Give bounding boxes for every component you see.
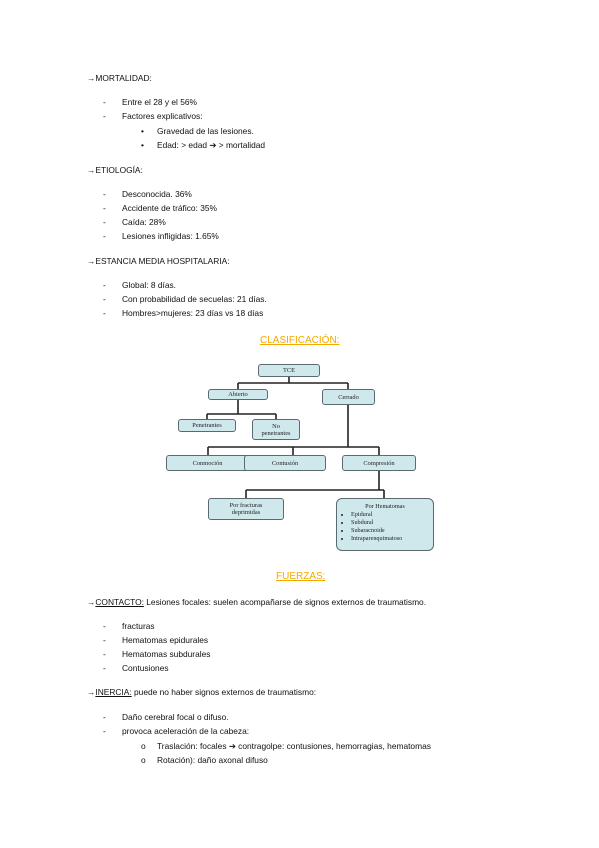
diagram-node-compresion: Compresión [342, 455, 416, 471]
dash-bullet: - [103, 217, 106, 227]
dash-bullet: - [103, 308, 106, 318]
sub-list-item: Rotación): daño axonal difuso [157, 755, 268, 765]
inercia-text: puede no haber signos externos de trauma… [131, 687, 317, 697]
section-title-fuerzas: FUERZAS: [276, 571, 326, 582]
arrow-glyph: → [87, 597, 96, 607]
list-item: Subaracnoide [351, 527, 433, 535]
list-item: Hematomas epidurales [122, 635, 209, 645]
circle-bullet: o [141, 741, 146, 751]
diagram-node-tce: TCE [258, 364, 320, 377]
dash-bullet: - [103, 635, 106, 645]
dash-bullet: - [103, 203, 106, 213]
section-heading-mortalidad: →MORTALIDAD: [87, 73, 152, 83]
dash-bullet: - [103, 712, 106, 722]
dash-bullet: - [103, 231, 106, 241]
list-item: Epidural [351, 511, 433, 519]
list-item: Lesiones infligidas: 1.65% [122, 231, 219, 241]
list-item: fracturas [122, 621, 155, 631]
list-item: Accidente de tráfico: 35% [122, 203, 217, 213]
square-bullet: • [141, 126, 144, 136]
inercia-label: INERCIA: [95, 687, 132, 697]
dash-bullet: - [103, 649, 106, 659]
inercia-line: →INERCIA: puede no haber signos externos… [87, 687, 316, 697]
list-item: Caída: 28% [122, 217, 166, 227]
list-item: Con probabilidad de secuelas: 21 días. [122, 294, 267, 304]
contacto-text: Lesiones focales: suelen acompañarse de … [143, 597, 427, 607]
diagram-node-no-penetrantes: No penetrantes [252, 419, 300, 440]
diagram-node-contusion: Contusión [244, 455, 326, 471]
square-bullet: • [141, 140, 144, 150]
list-item: Intraparenquimatoso [351, 535, 433, 543]
dash-bullet: - [103, 294, 106, 304]
list-item: provoca aceleración de la cabeza: [122, 726, 250, 736]
dash-bullet: - [103, 280, 106, 290]
list-item: Global: 8 días. [122, 280, 177, 290]
list-item: Factores explicativos: [122, 111, 203, 121]
sub-list-item: Traslación: focales ➔ contragolpe: contu… [157, 741, 431, 751]
circle-bullet: o [141, 755, 146, 765]
dash-bullet: - [103, 111, 106, 121]
diagram-node-por-fracturas: Por fracturas deprimidas [208, 498, 284, 520]
diagram-node-abierto: Abierto [208, 389, 268, 400]
dash-bullet: - [103, 189, 106, 199]
diagram-node-cerrado: Cerrado [322, 389, 375, 405]
diagram-node-label: Por Hematomas [365, 503, 405, 510]
hematoma-type-list: Epidural Subdural Subaracnoide Intrapare… [337, 511, 433, 543]
section-title-clasificacion: CLASIFICACIÓN: [260, 335, 340, 346]
arrow-glyph: → [87, 687, 96, 697]
list-item: Daño cerebral focal o difuso. [122, 712, 229, 722]
section-heading-etiologia: →ETIOLOGÍA: [87, 165, 143, 175]
contacto-line: →CONTACTO: Lesiones focales: suelen acom… [87, 597, 426, 607]
dash-bullet: - [103, 97, 106, 107]
list-item: Entre el 28 y el 56% [122, 97, 197, 107]
diagram-node-penetrantes: Penetrantes [178, 419, 236, 432]
diagram-node-por-hematomas: Por Hematomas Epidural Subdural Subaracn… [336, 498, 434, 551]
diagram-node-conmocion: Conmoción [166, 455, 249, 471]
list-item: Hematomas subdurales [122, 649, 211, 659]
list-item: Desconocida. 36% [122, 189, 192, 199]
dash-bullet: - [103, 726, 106, 736]
dash-bullet: - [103, 663, 106, 673]
list-item: Subdural [351, 519, 433, 527]
dash-bullet: - [103, 621, 106, 631]
contacto-label: CONTACTO: [95, 597, 144, 607]
list-item: Hombres>mujeres: 23 días vs 18 días [122, 308, 264, 318]
sub-list-item: Gravedad de las lesiones. [157, 126, 254, 136]
sub-list-item: Edad: > edad ➔ > mortalidad [157, 140, 266, 150]
section-heading-estancia: →ESTANCIA MEDIA HOSPITALARIA: [87, 256, 230, 266]
list-item: Contusiones [122, 663, 169, 673]
